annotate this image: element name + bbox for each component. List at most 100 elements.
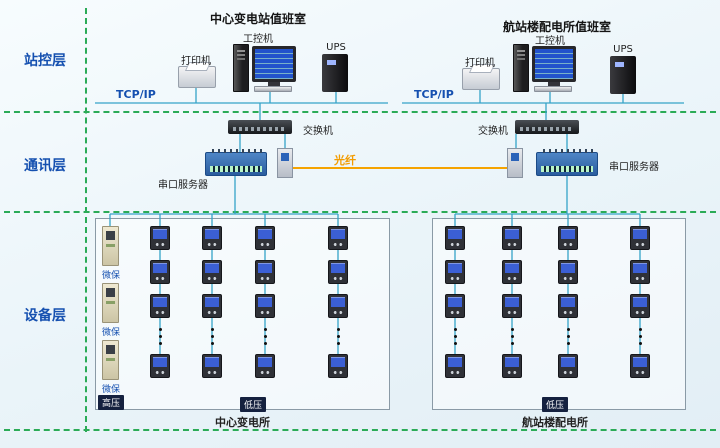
serial-server-icon — [205, 149, 267, 176]
power-meter-icon — [558, 260, 578, 284]
meter-column — [150, 226, 170, 388]
continuation-dots — [558, 324, 578, 348]
power-meter-icon — [202, 260, 222, 284]
power-meter-icon — [202, 354, 222, 378]
computer-tower-icon — [233, 44, 249, 92]
ethernet-switch-icon — [515, 120, 579, 134]
monitor-screen — [255, 49, 293, 79]
power-meter-icon — [558, 226, 578, 250]
power-meter-icon — [502, 354, 522, 378]
layer-label-device: 设备层 — [24, 308, 66, 324]
continuation-dots — [328, 324, 348, 348]
power-meter-icon — [255, 354, 275, 378]
meter-column — [328, 226, 348, 388]
power-meter-icon — [328, 294, 348, 318]
left-room-title: 中心变电站值班室 — [209, 12, 306, 26]
power-meter-icon — [502, 294, 522, 318]
right-switch-label: 交换机 — [478, 126, 508, 137]
left-switch-label: 交换机 — [303, 126, 333, 137]
continuation-dots — [202, 324, 222, 348]
fiber-label: 光纤 — [334, 154, 356, 167]
continuation-dots — [630, 324, 650, 348]
power-meter-icon — [558, 294, 578, 318]
right-box-caption: 航站楼配电所 — [522, 416, 588, 429]
keyboard-icon — [534, 86, 572, 92]
left-box-caption: 中心变电所 — [215, 416, 270, 429]
protection-relay-icon — [102, 340, 119, 380]
right-printer-label: 打印机 — [465, 58, 495, 69]
power-meter-icon — [502, 260, 522, 284]
meter-column — [445, 226, 465, 388]
protection-relay-label: 微保 — [101, 328, 120, 338]
power-meter-icon — [630, 260, 650, 284]
low-voltage-badge: 低压 — [542, 397, 569, 412]
printer-icon — [462, 68, 500, 90]
left-ups-label: UPS — [326, 42, 346, 53]
power-meter-icon — [255, 294, 275, 318]
ups-icon — [610, 56, 636, 94]
meter-column — [558, 226, 578, 388]
protection-relay-icon — [102, 226, 119, 266]
layer-divider-vertical — [85, 8, 87, 432]
layer-label-comm: 通讯层 — [24, 158, 66, 174]
right-tcpip-label: TCP/IP — [414, 88, 454, 101]
meter-column — [502, 226, 522, 388]
protection-relay-label: 微保 — [101, 385, 120, 395]
serial-server-icon — [536, 149, 598, 176]
power-meter-icon — [630, 354, 650, 378]
power-meter-icon — [630, 294, 650, 318]
left-workstation-label: 工控机 — [243, 34, 273, 45]
right-serial-label: 串口服务器 — [609, 162, 659, 173]
high-voltage-badge: 高压 — [98, 395, 125, 410]
printer-icon — [178, 66, 216, 88]
power-meter-icon — [328, 226, 348, 250]
power-meter-icon — [445, 294, 465, 318]
left-printer-label: 打印机 — [181, 56, 211, 67]
continuation-dots — [255, 324, 275, 348]
monitor-icon — [252, 46, 296, 87]
computer-tower-icon — [513, 44, 529, 92]
power-meter-icon — [202, 226, 222, 250]
power-meter-icon — [255, 260, 275, 284]
right-room-title: 航站楼配电所值班室 — [502, 20, 611, 34]
layer-divider-bottom — [4, 429, 716, 431]
continuation-dots — [445, 324, 465, 348]
power-meter-icon — [445, 226, 465, 250]
power-meter-icon — [445, 260, 465, 284]
monitor-screen — [535, 49, 573, 79]
layer-label-station: 站控层 — [24, 53, 66, 69]
power-meter-icon — [328, 354, 348, 378]
power-meter-icon — [502, 226, 522, 250]
ethernet-switch-icon — [228, 120, 292, 134]
meter-column — [255, 226, 275, 388]
monitor-icon — [532, 46, 576, 87]
layer-divider-station-comm — [4, 111, 716, 113]
fiber-converter-icon — [507, 148, 523, 178]
power-meter-icon — [558, 354, 578, 378]
low-voltage-badge: 低压 — [240, 397, 267, 412]
layer-divider-comm-device — [4, 211, 716, 213]
keyboard-icon — [254, 86, 292, 92]
power-meter-icon — [150, 226, 170, 250]
power-meter-icon — [150, 260, 170, 284]
power-meter-icon — [445, 354, 465, 378]
power-meter-icon — [630, 226, 650, 250]
power-meter-icon — [150, 294, 170, 318]
protection-relay-icon — [102, 283, 119, 323]
protection-relay-label: 微保 — [101, 271, 120, 281]
left-serial-label: 串口服务器 — [158, 180, 208, 191]
left-tcpip-label: TCP/IP — [116, 88, 156, 101]
meter-column — [630, 226, 650, 388]
fiber-converter-icon — [277, 148, 293, 178]
right-workstation-label: 工控机 — [535, 36, 565, 47]
continuation-dots — [150, 324, 170, 348]
meter-column — [202, 226, 222, 388]
power-meter-icon — [202, 294, 222, 318]
right-ups-label: UPS — [613, 44, 633, 55]
ups-icon — [322, 54, 348, 92]
power-meter-icon — [328, 260, 348, 284]
power-meter-icon — [255, 226, 275, 250]
continuation-dots — [502, 324, 522, 348]
